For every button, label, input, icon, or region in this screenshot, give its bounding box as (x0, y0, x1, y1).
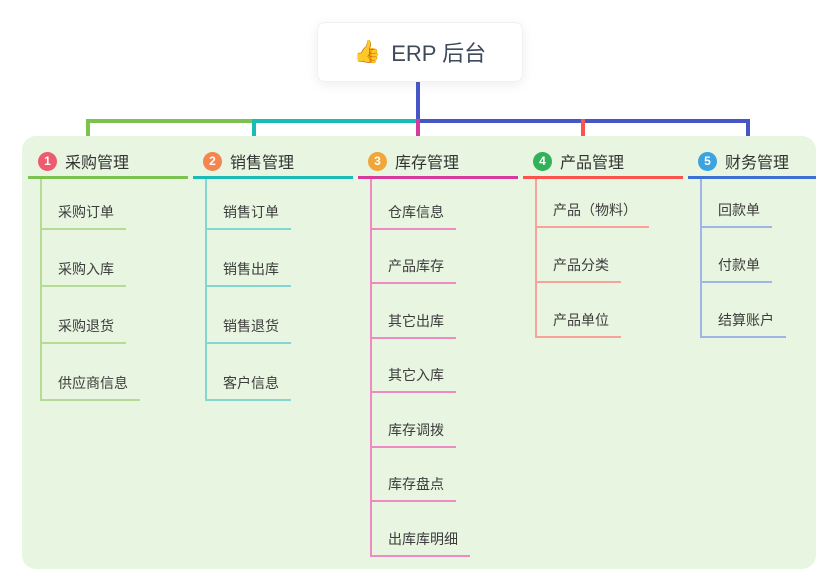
branch-inventory-items: 仓库信息 产品库存 其它出库 其它入库 库存调拨 库存盘点 出库库明细 (358, 175, 518, 557)
node-other-inbound[interactable]: 其它入库 (358, 339, 518, 393)
node-label: 库存调拨 (370, 420, 456, 448)
node-label: 产品库存 (370, 256, 456, 284)
node-sales-outbound[interactable]: 销售出库 (193, 230, 353, 287)
node-product-material[interactable]: 产品（物料） (523, 173, 683, 228)
branch-finance-header[interactable]: 5 财务管理 (688, 146, 816, 179)
node-label: 采购入库 (40, 259, 126, 287)
branch-purchase-items: 采购订单 采购入库 采购退货 供应商信息 (28, 173, 188, 401)
root-node-label: ERP 后台 (391, 41, 487, 66)
node-label: 销售退货 (205, 316, 291, 344)
node-label: 供应商信息 (40, 373, 140, 401)
branch-purchase-header[interactable]: 1 采购管理 (28, 146, 188, 179)
node-product-stock[interactable]: 产品库存 (358, 230, 518, 284)
branch-product: 4 产品管理 产品（物料） 产品分类 产品单位 (523, 146, 683, 338)
branch-inventory-header[interactable]: 3 库存管理 (358, 146, 518, 179)
node-sales-order[interactable]: 销售订单 (193, 173, 353, 230)
branch-number-badge: 5 (698, 151, 717, 171)
node-label: 产品分类 (535, 255, 621, 283)
branch-number-badge: 3 (368, 151, 387, 171)
node-outbound-detail[interactable]: 出库库明细 (358, 502, 518, 557)
branch-sales: 2 销售管理 销售订单 销售出库 销售退货 客户信息 (193, 146, 353, 401)
node-label: 采购订单 (40, 202, 126, 230)
node-other-outbound[interactable]: 其它出库 (358, 284, 518, 339)
branches-panel (22, 136, 816, 569)
node-customer-info[interactable]: 客户信息 (193, 344, 353, 401)
node-label: 客户信息 (205, 373, 291, 401)
node-label: 付款单 (700, 255, 772, 283)
node-purchase-order[interactable]: 采购订单 (28, 173, 188, 230)
node-supplier-info[interactable]: 供应商信息 (28, 344, 188, 401)
branch-number-badge: 2 (203, 151, 222, 171)
node-stock-check[interactable]: 库存盘点 (358, 448, 518, 502)
branch-inventory: 3 库存管理 仓库信息 产品库存 其它出库 其它入库 库存调拨 库存盘点 出库库… (358, 146, 518, 557)
root-node[interactable]: 👍 ERP 后台 (317, 22, 523, 82)
node-sales-return[interactable]: 销售退货 (193, 287, 353, 344)
node-label: 销售出库 (205, 259, 291, 287)
node-purchase-inbound[interactable]: 采购入库 (28, 230, 188, 287)
node-label: 产品（物料） (535, 200, 649, 228)
node-settlement-account[interactable]: 结算账户 (688, 283, 816, 338)
branch-sales-items: 销售订单 销售出库 销售退货 客户信息 (193, 173, 353, 401)
node-product-unit[interactable]: 产品单位 (523, 283, 683, 338)
branch-purchase-label: 采购管理 (65, 155, 130, 172)
connector-root-drop (416, 82, 420, 119)
branch-purchase: 1 采购管理 采购订单 采购入库 采购退货 供应商信息 (28, 146, 188, 401)
connector-bus-green (86, 119, 252, 123)
node-warehouse-info[interactable]: 仓库信息 (358, 175, 518, 230)
connector-bus-teal (252, 119, 416, 123)
node-label: 仓库信息 (370, 202, 456, 230)
node-receipt-slip[interactable]: 回款单 (688, 173, 816, 228)
node-label: 结算账户 (700, 310, 786, 338)
node-product-category[interactable]: 产品分类 (523, 228, 683, 283)
branch-sales-header[interactable]: 2 销售管理 (193, 146, 353, 179)
branch-number-badge: 1 (38, 151, 57, 171)
node-label: 出库库明细 (370, 529, 470, 557)
branch-finance-items: 回款单 付款单 结算账户 (688, 173, 816, 338)
branch-finance-label: 财务管理 (725, 155, 790, 172)
node-stock-transfer[interactable]: 库存调拨 (358, 393, 518, 448)
node-label: 采购退货 (40, 316, 126, 344)
branch-finance: 5 财务管理 回款单 付款单 结算账户 (688, 146, 816, 338)
branch-product-items: 产品（物料） 产品分类 产品单位 (523, 173, 683, 338)
node-label: 其它出库 (370, 311, 456, 339)
node-label: 销售订单 (205, 202, 291, 230)
branch-product-header[interactable]: 4 产品管理 (523, 146, 683, 179)
branch-inventory-label: 库存管理 (395, 155, 460, 172)
node-label: 产品单位 (535, 310, 621, 338)
node-label: 库存盘点 (370, 474, 456, 502)
branch-number-badge: 4 (533, 151, 552, 171)
node-payment-slip[interactable]: 付款单 (688, 228, 816, 283)
node-label: 回款单 (700, 200, 772, 228)
branch-product-label: 产品管理 (560, 155, 625, 172)
node-purchase-return[interactable]: 采购退货 (28, 287, 188, 344)
thumbs-up-icon: 👍 (353, 39, 382, 64)
branch-sales-label: 销售管理 (230, 155, 295, 172)
node-label: 其它入库 (370, 365, 456, 393)
